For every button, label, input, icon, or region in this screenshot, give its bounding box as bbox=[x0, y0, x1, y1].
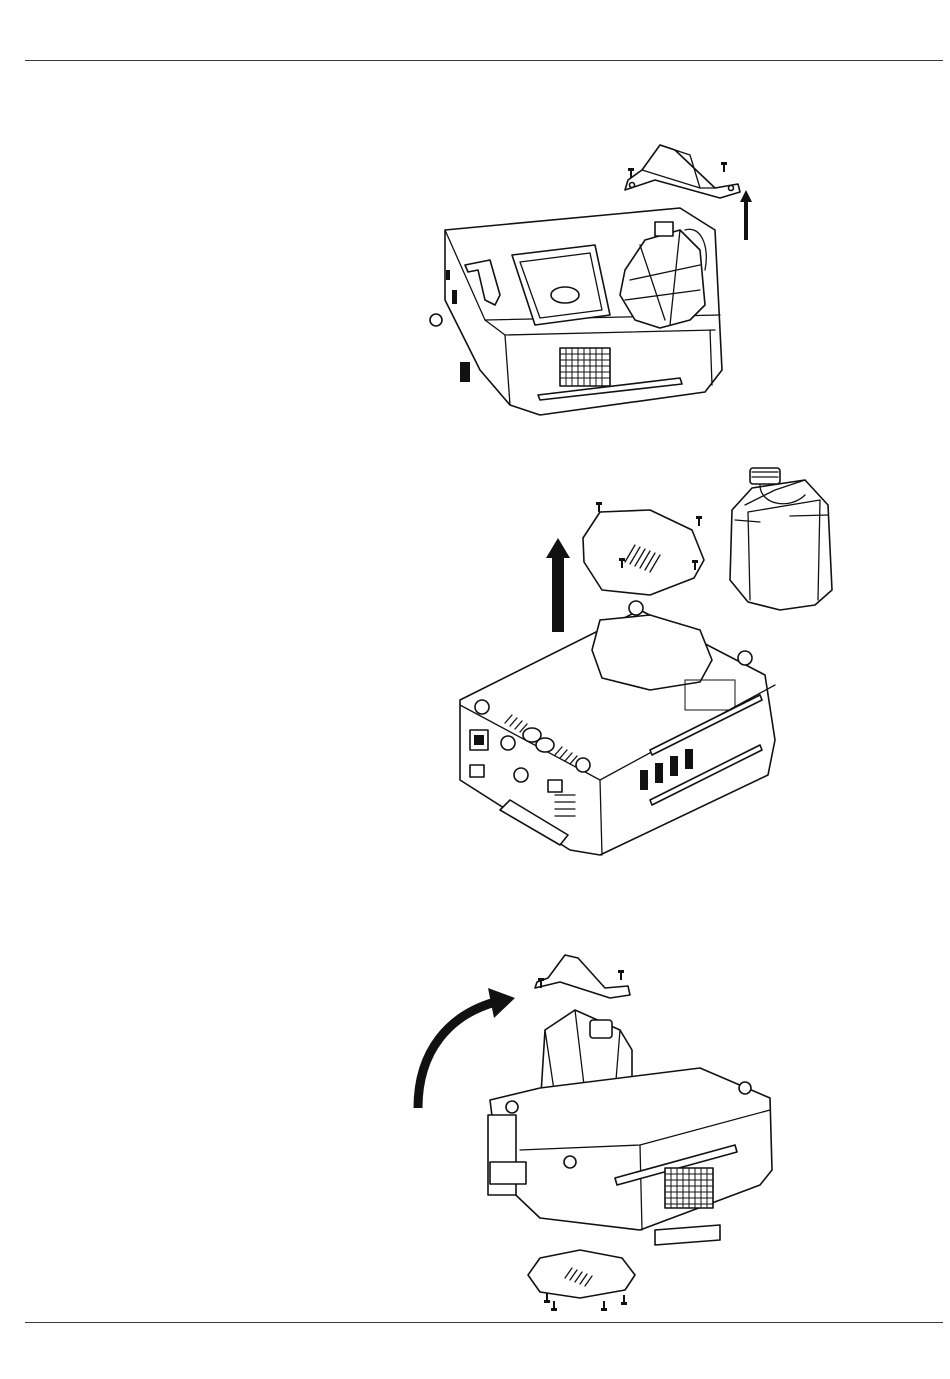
figure-remove-bracket bbox=[0, 130, 950, 430]
footer-rule bbox=[25, 1322, 943, 1323]
fluid-tank-part bbox=[730, 468, 832, 610]
screw-icon bbox=[621, 1295, 627, 1305]
screw-icon bbox=[551, 1301, 557, 1311]
screw-icon bbox=[618, 970, 624, 980]
bracket-part bbox=[535, 955, 630, 998]
screw-icon bbox=[596, 502, 602, 512]
up-arrow-icon bbox=[546, 538, 570, 632]
bottom-cover-part bbox=[528, 1250, 635, 1298]
fog-machine-body bbox=[430, 208, 722, 415]
up-arrow-icon bbox=[740, 190, 752, 240]
figure-remove-bottom-cover bbox=[0, 450, 950, 870]
bracket-part bbox=[625, 145, 740, 198]
screw-icon bbox=[696, 516, 702, 526]
fog-machine-body bbox=[488, 1068, 772, 1245]
screw-icon bbox=[721, 162, 727, 172]
screw-icon bbox=[544, 1293, 550, 1303]
header-rule bbox=[25, 60, 943, 61]
curved-arrow-icon bbox=[418, 988, 515, 1108]
figure-install-tank bbox=[0, 940, 950, 1320]
bottom-cover-part bbox=[583, 510, 704, 595]
fog-machine-body bbox=[460, 601, 775, 855]
screw-icon bbox=[601, 1301, 607, 1311]
